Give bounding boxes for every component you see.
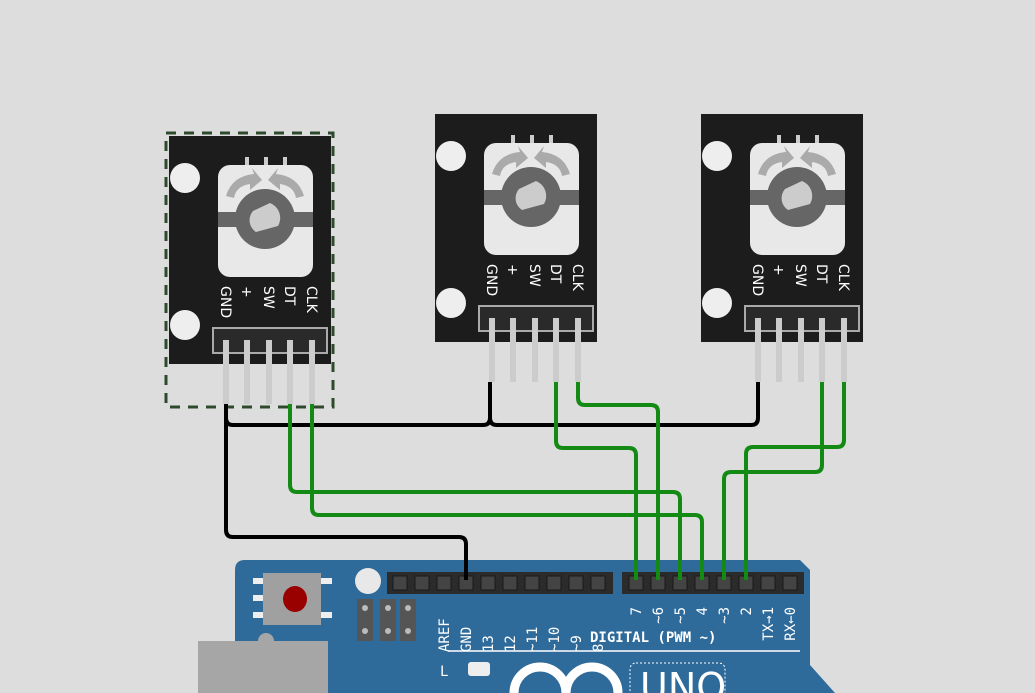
uno-logo: UNO <box>640 665 726 693</box>
header-pin[interactable] <box>436 575 452 591</box>
pin-label-vcc: + <box>238 286 254 298</box>
pin-label-clk: CLK <box>569 264 585 292</box>
wires[interactable] <box>224 382 846 580</box>
pin-label-vcc: + <box>770 264 786 276</box>
wire-enc3-clk-pin2 <box>744 382 846 580</box>
rotate-ccw-icon <box>226 168 262 198</box>
pin-label-sw: SW <box>526 264 542 287</box>
wire-enc2-clk-pin6 <box>576 382 660 580</box>
usb-connector <box>198 641 328 693</box>
pin-label: ~6 <box>651 607 667 624</box>
knob-shaft[interactable] <box>249 203 281 232</box>
pin-label: AREF <box>437 618 453 652</box>
knob-shaft[interactable] <box>515 181 547 210</box>
pin-label: ~11 <box>525 627 541 652</box>
pin-label-sw: SW <box>792 264 808 287</box>
wire-gnd-bus <box>224 382 760 427</box>
icsp-header <box>357 599 416 641</box>
pin-label: GND <box>459 627 475 652</box>
header-pin[interactable] <box>546 575 562 591</box>
reset-button[interactable] <box>253 573 332 625</box>
header-pin[interactable] <box>568 575 584 591</box>
pin-label-gnd: GND <box>749 264 765 296</box>
encoder-pin[interactable] <box>841 318 847 382</box>
encoder-pin[interactable] <box>575 318 581 382</box>
header-pin[interactable] <box>480 575 496 591</box>
encoder-pin[interactable] <box>244 340 250 404</box>
wire-enc3-dt-pin3 <box>722 382 824 580</box>
pin-label-clk: CLK <box>835 264 851 292</box>
encoder-pin[interactable] <box>510 318 516 382</box>
pin-label: 13 <box>481 635 497 652</box>
pin-label-vcc: + <box>504 264 520 276</box>
header-pin[interactable] <box>524 575 540 591</box>
rotate-ccw-icon <box>758 146 794 176</box>
wire-enc2-dt-pin7 <box>554 382 638 580</box>
pin-label: 8 <box>591 644 607 652</box>
pin-label-dt: DT <box>547 264 563 284</box>
mounting-hole <box>355 568 381 594</box>
pin-label-gnd: GND <box>217 286 233 318</box>
rotate-ccw-icon <box>492 146 528 176</box>
led-label: L <box>440 664 448 680</box>
pin-label: ~3 <box>717 607 733 624</box>
header-pin[interactable] <box>782 575 798 591</box>
header-pin[interactable] <box>590 575 606 591</box>
pin-label: 12 <box>503 635 519 652</box>
pin-label: TX→1 <box>761 607 777 641</box>
wire-gnd-arduino <box>224 404 468 580</box>
pin-label: 7 <box>629 607 645 615</box>
encoder-pin[interactable] <box>755 318 761 382</box>
wire-enc1-clk-pin4 <box>310 404 704 580</box>
encoder-pin[interactable] <box>309 340 315 404</box>
encoder-pin[interactable] <box>532 318 538 382</box>
rotate-cw-icon <box>534 146 570 176</box>
led-l <box>468 662 490 676</box>
selection-outline <box>164 131 335 409</box>
header-pin[interactable] <box>392 575 408 591</box>
arduino-uno[interactable]: AREF GND 13 12 ~11 ~10 ~9 8 7 ~6 ~5 4 ~3 2 TX→1 RX←0 DI… <box>198 560 835 693</box>
header-pin[interactable] <box>414 575 430 591</box>
digital-label: DIGITAL (PWM ~) <box>590 630 716 646</box>
pin-label-dt: DT <box>813 264 829 284</box>
pin-label: RX←0 <box>783 607 799 641</box>
pin-label-clk: CLK <box>303 286 319 314</box>
encoder-pin[interactable] <box>223 340 229 404</box>
encoder-pin[interactable] <box>266 340 272 404</box>
wire-enc1-dt-pin5 <box>288 404 682 580</box>
encoder-pin[interactable] <box>819 318 825 382</box>
pin-label: ~9 <box>569 635 585 652</box>
encoder-pin[interactable] <box>776 318 782 382</box>
rotate-cw-icon <box>800 146 836 176</box>
arduino-logo <box>509 662 623 693</box>
pin-label: ~10 <box>547 627 563 652</box>
pin-label: ~5 <box>673 607 689 624</box>
encoder-pin[interactable] <box>798 318 804 382</box>
header-pin[interactable] <box>760 575 776 591</box>
digital-header <box>622 572 804 594</box>
pin-label-sw: SW <box>260 286 276 309</box>
header-pin[interactable] <box>502 575 518 591</box>
encoder-pin[interactable] <box>489 318 495 382</box>
pin-label: 2 <box>739 607 755 615</box>
knob-shaft[interactable] <box>781 181 813 210</box>
encoder-pin[interactable] <box>553 318 559 382</box>
pin-label-gnd: GND <box>483 264 499 296</box>
pin-label-dt: DT <box>281 286 297 306</box>
rotate-cw-icon <box>268 168 304 198</box>
pin-label: 4 <box>695 607 711 615</box>
encoder-pin[interactable] <box>287 340 293 404</box>
